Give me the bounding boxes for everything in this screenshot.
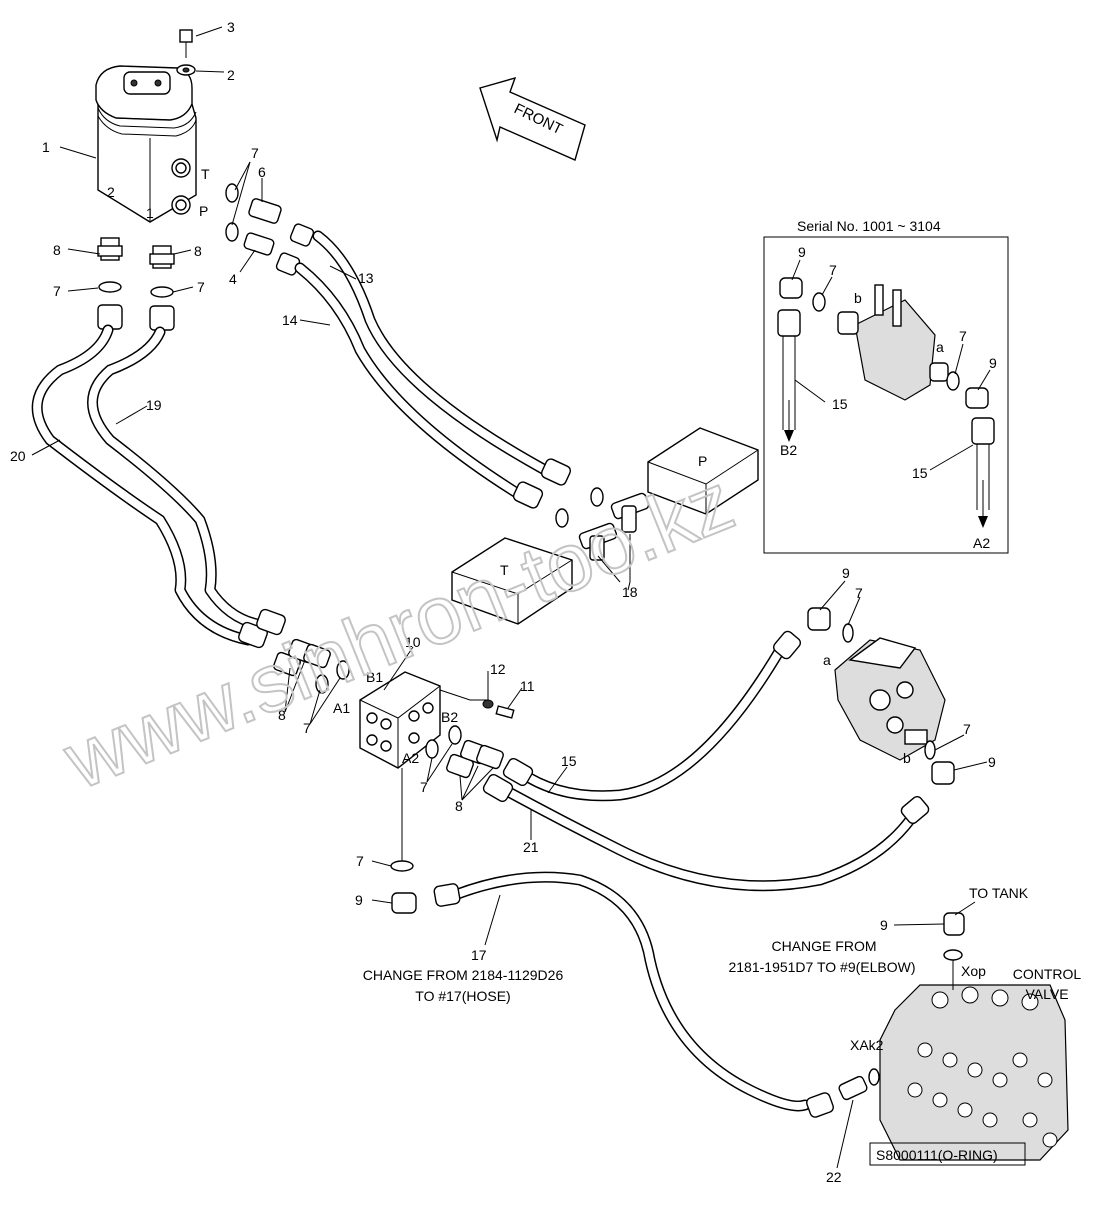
to-tank-note: TO TANK	[969, 885, 1029, 901]
front-arrow: FRONT	[479, 76, 586, 161]
port-A2: A2	[402, 750, 419, 766]
callout-19: 19	[146, 397, 162, 413]
callout-8: 8	[278, 707, 286, 723]
inset-B2: B2	[780, 442, 797, 458]
callout-13: 13	[358, 270, 374, 286]
callout-20: 20	[10, 448, 26, 464]
control-valve-label-2: VALVE	[1025, 986, 1068, 1002]
callout-8: 8	[455, 798, 463, 814]
callout-7: 7	[829, 262, 837, 278]
callout-7: 7	[53, 283, 61, 299]
hose17-note-line1: CHANGE FROM 2184-1129D26	[363, 967, 564, 983]
callout-2: 2	[227, 67, 235, 83]
block-T-label: T	[500, 562, 509, 578]
callout-8: 8	[194, 243, 202, 259]
hoses	[31, 230, 916, 1112]
callout-7: 7	[251, 145, 259, 161]
callout-7: 7	[420, 779, 428, 795]
callout-9: 9	[988, 754, 996, 770]
port-b: b	[903, 750, 911, 766]
port-labels: T P 2 1 P T B1 A1 B2 A2 a b Xop XAk2 b a…	[107, 166, 990, 1053]
callout-7: 7	[356, 853, 364, 869]
block-P-label: P	[698, 453, 707, 469]
hose17-note-line2: TO #17(HOSE)	[415, 988, 510, 1004]
port-B2: B2	[441, 709, 458, 725]
callout-18: 18	[622, 584, 638, 600]
elbow-note-line2: 2181-1951D7 TO #9(ELBOW)	[728, 959, 915, 975]
callout-9: 9	[355, 892, 363, 908]
tp-blocks	[451, 427, 759, 625]
port-B1: B1	[366, 669, 383, 685]
callout-9: 9	[842, 565, 850, 581]
fittings-6-4	[225, 183, 315, 276]
callout-15: 15	[561, 753, 577, 769]
oring-note: S8000111(O-RING)	[876, 1147, 998, 1163]
callout-15: 15	[912, 465, 928, 481]
inset-title: Serial No. 1001 ~ 3104	[797, 218, 941, 234]
callout-7: 7	[303, 720, 311, 736]
port-T: T	[201, 166, 210, 182]
manifold-block	[359, 671, 441, 872]
port-P: P	[199, 203, 208, 219]
callout-7: 7	[855, 585, 863, 601]
fittings-8-top	[97, 237, 175, 331]
bolt	[176, 29, 196, 76]
pilot-valve-right	[807, 607, 955, 785]
elbow-fitting-9	[391, 892, 417, 914]
inset-A2: A2	[973, 535, 990, 551]
callout-7: 7	[197, 279, 205, 295]
serial-inset	[763, 236, 1009, 554]
callout-numbers: 3 2 1 7 6 8 8 7 7 4 13 14 19 20 18 10 12…	[10, 19, 997, 1185]
port-A1: A1	[333, 700, 350, 716]
callout-10: 10	[405, 634, 421, 650]
callout-12: 12	[490, 661, 506, 677]
callout-6: 6	[258, 164, 266, 180]
callout-14: 14	[282, 312, 298, 328]
leader-lines	[31, 26, 1026, 1169]
callout-8: 8	[53, 242, 61, 258]
hose-end-fittings	[238, 458, 930, 1118]
callout-22: 22	[826, 1169, 842, 1185]
callout-3: 3	[227, 19, 235, 35]
callout-9: 9	[880, 917, 888, 933]
callout-7: 7	[959, 328, 967, 344]
notes: Serial No. 1001 ~ 3104 CHANGE FROM 2184-…	[363, 218, 1082, 1163]
block-fittings	[273, 638, 515, 779]
port-2: 2	[107, 184, 115, 200]
inset-port-a: a	[936, 339, 944, 355]
callout-9: 9	[989, 355, 997, 371]
solenoid-valve	[95, 65, 197, 223]
control-valve-label-1: CONTROL	[1013, 966, 1082, 982]
inset-port-b: b	[854, 290, 862, 306]
port-a: a	[823, 652, 831, 668]
port-1: 1	[146, 205, 154, 221]
callout-15: 15	[832, 396, 848, 412]
callout-1: 1	[42, 139, 50, 155]
callout-17: 17	[471, 947, 487, 963]
callout-4: 4	[229, 271, 237, 287]
callout-9: 9	[798, 244, 806, 260]
callout-7: 7	[963, 721, 971, 737]
control-valve	[838, 912, 1069, 1161]
callout-21: 21	[523, 839, 539, 855]
elbow-note-line1: CHANGE FROM	[772, 938, 877, 954]
port-Xop: Xop	[961, 963, 986, 979]
port-XAk2: XAk2	[850, 1037, 884, 1053]
callout-11: 11	[520, 678, 535, 694]
